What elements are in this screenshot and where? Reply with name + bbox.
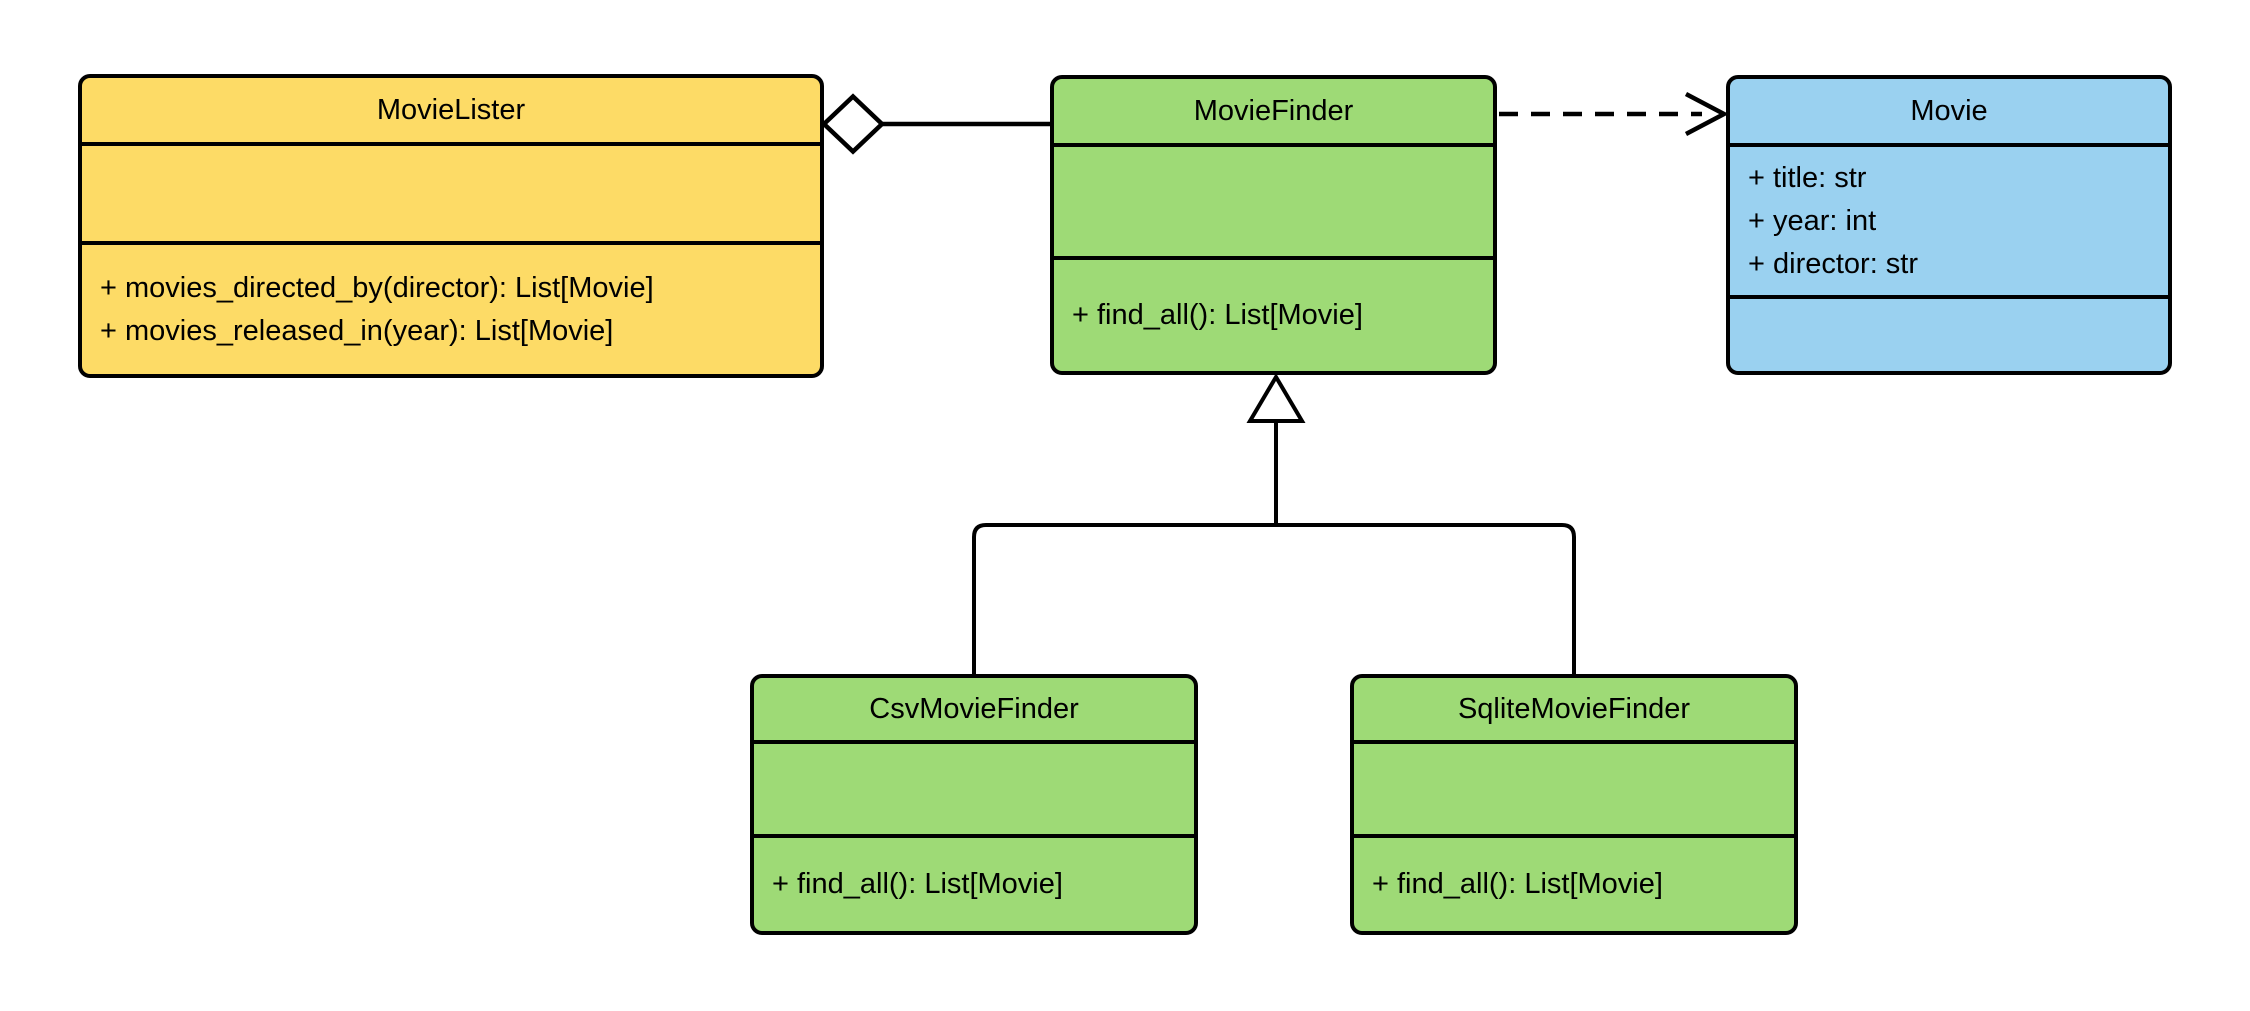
class-attributes-movielister [82,146,820,245]
inheritance-branch-edges [972,523,1576,674]
class-methods-movielister: + movies_directed_by(director): List[Mov… [82,245,820,374]
class-attributes-movie: + title: str + year: int + director: str [1730,147,2168,299]
member-text: + director: str [1748,247,1919,280]
class-box-csvmoviefinder: CsvMovieFinder + find_all(): List[Movie] [750,674,1198,935]
member-text: + movies_released_in(year): List[Movie] [100,314,614,347]
aggregation-diamond-icon [820,93,886,155]
class-title-sqlitemoviefinder: SqliteMovieFinder [1354,678,1794,744]
class-box-sqlitemoviefinder: SqliteMovieFinder + find_all(): List[Mov… [1350,674,1798,935]
class-attributes-moviefinder [1054,147,1493,260]
class-methods-sqlitemoviefinder: + find_all(): List[Movie] [1354,838,1794,931]
member-text: + movies_directed_by(director): List[Mov… [100,271,654,304]
member-text: + find_all(): List[Movie] [1372,868,1663,900]
member-text: + find_all(): List[Movie] [1072,299,1363,331]
dependency-open-arrowhead-icon [1684,92,1729,136]
class-title-csvmoviefinder: CsvMovieFinder [754,678,1194,744]
member-text: + title: str [1748,161,1867,194]
class-title-movie: Movie [1730,79,2168,147]
class-title-movielister: MovieLister [82,78,820,146]
inheritance-triangle-icon [1246,373,1306,423]
class-attributes-sqlitemoviefinder [1354,744,1794,838]
class-box-moviefinder: MovieFinder + find_all(): List[Movie] [1050,75,1497,375]
member-text: + find_all(): List[Movie] [772,868,1063,900]
class-attributes-csvmoviefinder [754,744,1194,838]
class-methods-csvmoviefinder: + find_all(): List[Movie] [754,838,1194,931]
class-methods-moviefinder: + find_all(): List[Movie] [1054,260,1493,371]
class-box-movie: Movie + title: str + year: int + director:… [1726,75,2172,375]
class-title-moviefinder: MovieFinder [1054,79,1493,147]
class-methods-movie [1730,299,2168,371]
class-box-movielister: MovieLister + movies_directed_by(directo… [78,74,824,378]
member-text: + year: int [1748,204,1877,237]
